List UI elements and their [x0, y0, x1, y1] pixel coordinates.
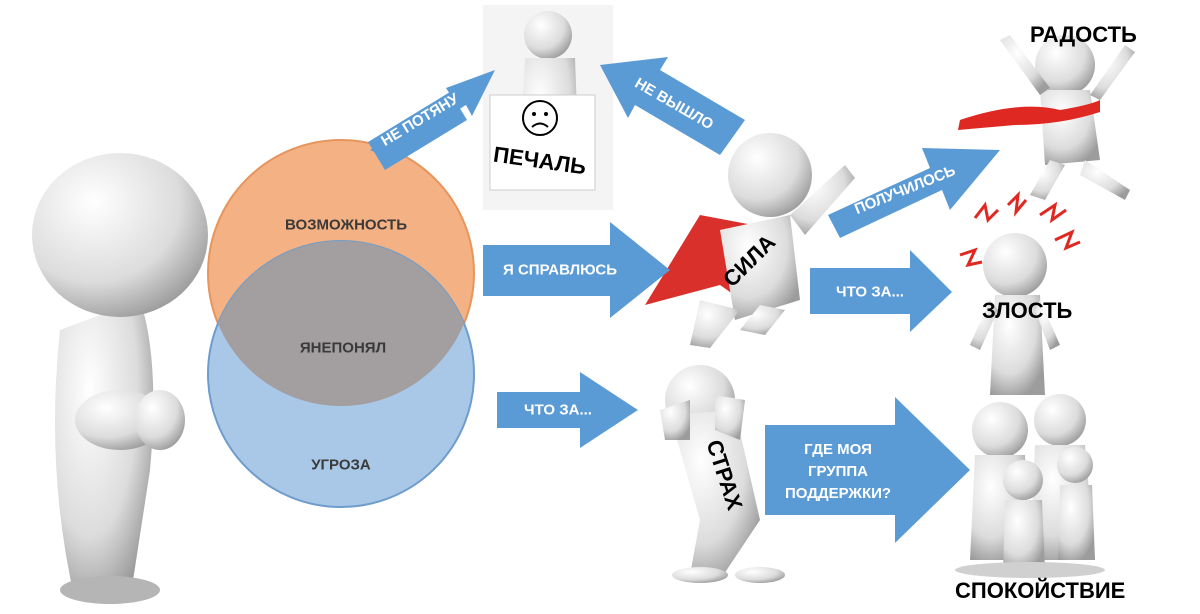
venn-overlap: [208, 241, 474, 406]
state-label-zlost: ЗЛОСТЬ: [982, 298, 1073, 323]
arrow-poluchilos: [828, 148, 1000, 238]
thinking-figure-icon: [32, 153, 208, 604]
arrow-ya-spravlyus: [483, 222, 670, 318]
venn-label-misunderstood: ЯНЕПОНЯЛ: [299, 339, 387, 357]
arrow-ne-vyshlo: [600, 57, 745, 155]
sad-face-icon: [522, 100, 558, 136]
arrow-chto-za-top: [810, 250, 952, 332]
family-group-icon: [955, 394, 1105, 578]
arrow-label-chto-za-top: ЧТО ЗА...: [836, 283, 904, 301]
arrow-gde-gruppa: [765, 397, 970, 543]
sad-figure-icon: [483, 5, 613, 210]
arrow-chto-za-bottom: [497, 372, 638, 448]
scared-figure-icon: [660, 365, 785, 583]
arrow-label-gde-gruppa: ГДЕ МОЯ ГРУППА ПОДДЕРЖКИ?: [784, 441, 892, 502]
venn-diagram: [207, 139, 475, 508]
superhero-figure-icon: [645, 133, 855, 348]
state-label-radost: РАДОСТЬ: [1030, 22, 1137, 47]
state-label-spokoystvie: СПОКОЙСТВИЕ: [955, 578, 1126, 603]
angry-figure-icon: [959, 190, 1081, 395]
arrow-label-ya-spravlyus: Я СПРАВЛЮСЬ: [503, 261, 617, 279]
venn-label-threat: УГРОЗА: [311, 456, 371, 474]
jumping-figure-icon: [958, 35, 1135, 200]
venn-label-opportunity: ВОЗМОЖНОСТЬ: [285, 216, 407, 234]
arrow-ne-potyanu: [368, 70, 495, 170]
arrow-label-chto-za-bottom: ЧТО ЗА...: [524, 401, 592, 419]
